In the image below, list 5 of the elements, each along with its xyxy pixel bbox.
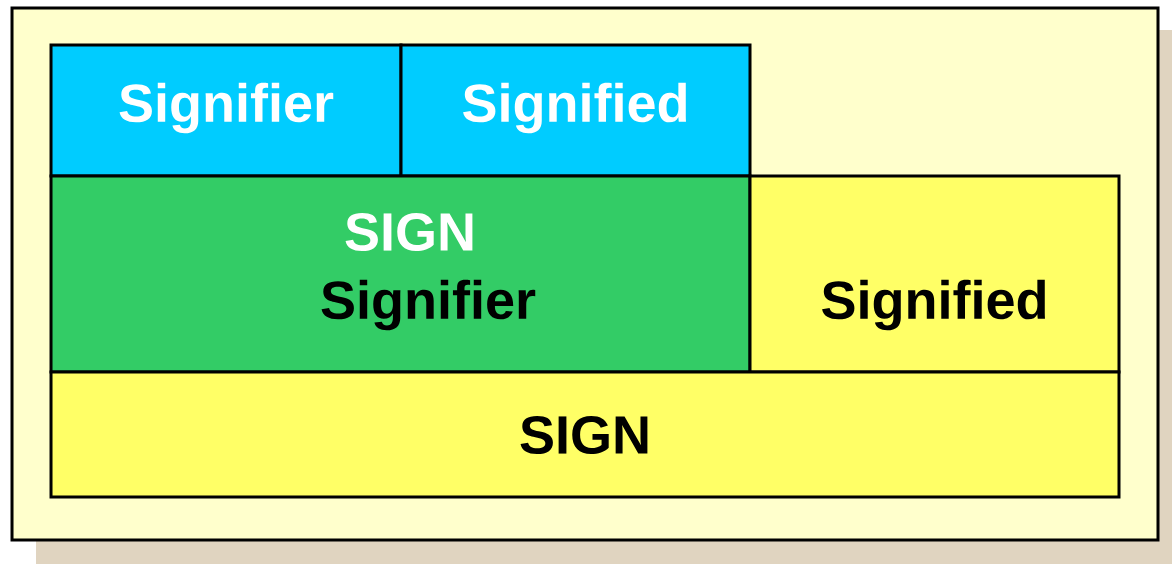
table-cell: Signifier bbox=[49, 43, 403, 178]
table-cell: Signified bbox=[748, 174, 1121, 374]
table-cell: SIGN Signifier bbox=[49, 174, 752, 374]
table-cell: SIGN bbox=[49, 370, 1121, 499]
table-cell: Signified bbox=[399, 43, 752, 178]
